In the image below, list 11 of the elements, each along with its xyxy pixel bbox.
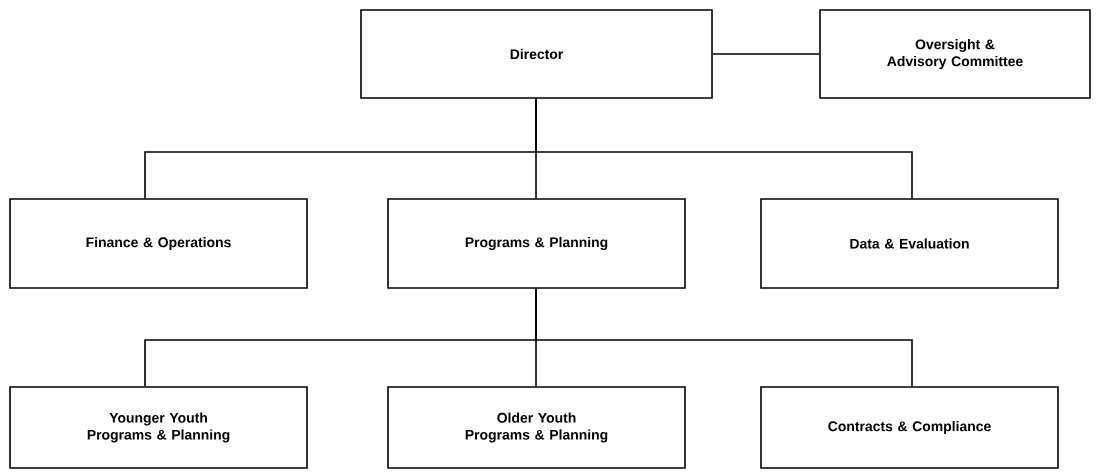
org-box: Data & Evaluation: [760, 198, 1059, 289]
connector-line: [535, 288, 913, 387]
org-box: Older Youth Programs & Planning: [387, 386, 686, 469]
org-box: Finance & Operations: [9, 198, 308, 289]
connector-line: [535, 98, 913, 199]
org-box: Director: [360, 9, 713, 99]
org-box: Oversight & Advisory Committee: [819, 9, 1091, 99]
connector-line: [712, 53, 820, 55]
org-box: Contracts & Compliance: [760, 386, 1059, 469]
org-box: Programs & Planning: [387, 198, 686, 289]
org-box: Younger Youth Programs & Planning: [9, 386, 308, 469]
